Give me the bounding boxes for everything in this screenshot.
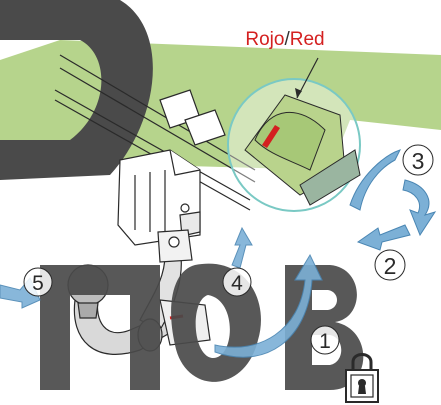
svg-text:Rojo/Red: Rojo/Red	[245, 29, 324, 50]
callout-label-es: Rojo	[245, 29, 284, 50]
step-label-5: 5	[32, 272, 44, 295]
callout-label-en: Red	[290, 29, 325, 50]
step-marker-2: 2	[375, 250, 405, 280]
step-label-3: 3	[412, 148, 425, 174]
step-label-2: 2	[384, 253, 397, 279]
step-marker-4: 4	[223, 268, 251, 296]
detail-zoom-circle	[228, 79, 360, 211]
step-label-1: 1	[319, 330, 331, 353]
step-label-4: 4	[231, 272, 243, 295]
step-marker-5: 5	[24, 268, 52, 296]
step-marker-1: 1	[311, 326, 339, 354]
step-marker-3: 3	[403, 145, 433, 175]
